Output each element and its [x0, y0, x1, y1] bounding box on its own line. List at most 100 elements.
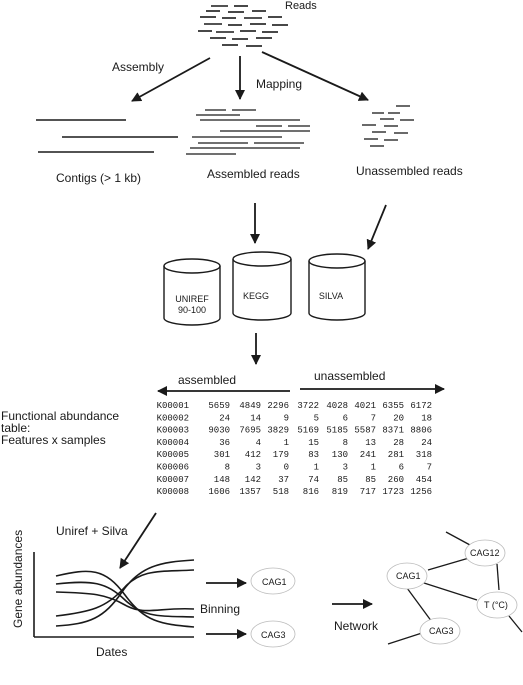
plot-curve [55, 559, 195, 627]
table-caption: Functional abundance table: Features x s… [1, 409, 119, 447]
feature-id: K00005 [157, 450, 189, 460]
cag12-node [464, 539, 506, 567]
gene-abundance-plot [33, 552, 195, 638]
abundance-cell: 37 [278, 475, 289, 485]
abundance-cell: 28 [393, 438, 404, 448]
cag1-bin-label: CAG1 [262, 577, 287, 587]
abundance-cell: 717 [360, 487, 376, 497]
database-uniref: UNIREF 90-100 [163, 258, 221, 326]
abundance-cell: 3 [343, 463, 348, 473]
uniref-sublabel: 90-100 [178, 305, 206, 315]
abundance-cell: 5 [314, 413, 319, 423]
abundance-cell: 6 [399, 463, 404, 473]
mapping-label: Mapping [256, 77, 302, 91]
abundance-cell: 142 [245, 475, 261, 485]
abundance-cell: 8 [343, 438, 348, 448]
feature-id: K00003 [157, 426, 189, 436]
temperature-label: T (°C) [484, 600, 508, 610]
abundance-cell: 83 [308, 450, 319, 460]
plot-curve [55, 591, 195, 612]
abundance-cell: 2296 [267, 401, 289, 411]
network-label: Network [334, 619, 379, 633]
network-edge [496, 563, 500, 591]
abundance-cell: 1357 [239, 487, 261, 497]
network-edge [508, 615, 523, 633]
abundance-cell: 4021 [354, 401, 376, 411]
kegg-label: KEGG [243, 291, 269, 301]
silva-label: SILVA [319, 291, 343, 301]
abundance-cell: 8 [225, 463, 230, 473]
abundance-cell: 9030 [208, 426, 230, 436]
abundance-cell: 241 [360, 450, 376, 460]
unassembled-reads-label: Unassembled reads [356, 164, 463, 178]
abundance-cell: 0 [284, 463, 289, 473]
abundance-cell: 4028 [326, 401, 348, 411]
abundance-cell: 4 [256, 438, 261, 448]
abundance-cell: 24 [421, 438, 432, 448]
abundance-cell: 819 [332, 487, 348, 497]
abundance-cell: 260 [388, 475, 404, 485]
reads-label: Reads [285, 0, 317, 12]
database-kegg: KEGG [232, 251, 292, 321]
gene-abundances-label: Gene abundances [11, 530, 25, 628]
cag3-network-node [419, 617, 461, 645]
network-edge [445, 531, 471, 546]
feature-id: K00006 [157, 463, 189, 473]
abundance-cell: 179 [273, 450, 289, 460]
abundance-cell: 130 [332, 450, 348, 460]
contigs-lines [36, 119, 178, 153]
abundance-cell: 7 [427, 463, 432, 473]
abundance-cell: 5169 [297, 426, 319, 436]
uniref-silva-label: Uniref + Silva [56, 524, 128, 538]
abundance-cell: 4849 [239, 401, 261, 411]
uniref-label: UNIREF [175, 294, 209, 304]
abundance-cell: 5185 [326, 426, 348, 436]
abundance-cell: 454 [416, 475, 432, 485]
assembled-label: assembled [178, 373, 236, 387]
abundance-cell: 36 [219, 438, 230, 448]
feature-id: K00001 [157, 401, 189, 411]
abundance-cell: 15 [308, 438, 319, 448]
abundance-cell: 6172 [410, 401, 432, 411]
cag3-bin-label: CAG3 [261, 630, 286, 640]
database-silva: SILVA [308, 253, 366, 321]
abundance-cell: 281 [388, 450, 404, 460]
abundance-cell: 8371 [382, 426, 404, 436]
feature-id: K00007 [157, 475, 189, 485]
cag1-network-label: CAG1 [396, 571, 421, 581]
abundance-cell: 3722 [297, 401, 319, 411]
abundance-cell: 148 [214, 475, 230, 485]
abundance-cell: 24 [219, 413, 230, 423]
abundance-cell: 74 [308, 475, 319, 485]
abundance-cell: 3 [256, 463, 261, 473]
abundance-cell: 18 [421, 413, 432, 423]
assembled-reads-lines [186, 109, 310, 155]
abundance-cell: 6355 [382, 401, 404, 411]
abundance-cell: 8806 [410, 426, 432, 436]
abundance-cell: 518 [273, 487, 289, 497]
abundance-cell: 412 [245, 450, 261, 460]
caption-line-3: Features x samples [1, 433, 106, 447]
network-edge [427, 557, 470, 571]
abundance-cell: 1723 [382, 487, 404, 497]
contigs-label: Contigs (> 1 kb) [56, 171, 141, 185]
dates-label: Dates [96, 645, 127, 659]
abundance-cell: 1256 [410, 487, 432, 497]
cag12-label: CAG12 [470, 548, 500, 558]
abundance-cell: 9 [284, 413, 289, 423]
feature-id: K00002 [157, 413, 189, 423]
unassembled-to-db-arrow [366, 204, 387, 250]
abundance-cell: 301 [214, 450, 230, 460]
assembly-label: Assembly [112, 60, 164, 74]
feature-id: K00004 [157, 438, 189, 448]
uniref-silva-arrow [119, 512, 157, 569]
feature-id: K00008 [157, 487, 189, 497]
abundance-cell: 5587 [354, 426, 376, 436]
network-edge [406, 587, 433, 623]
